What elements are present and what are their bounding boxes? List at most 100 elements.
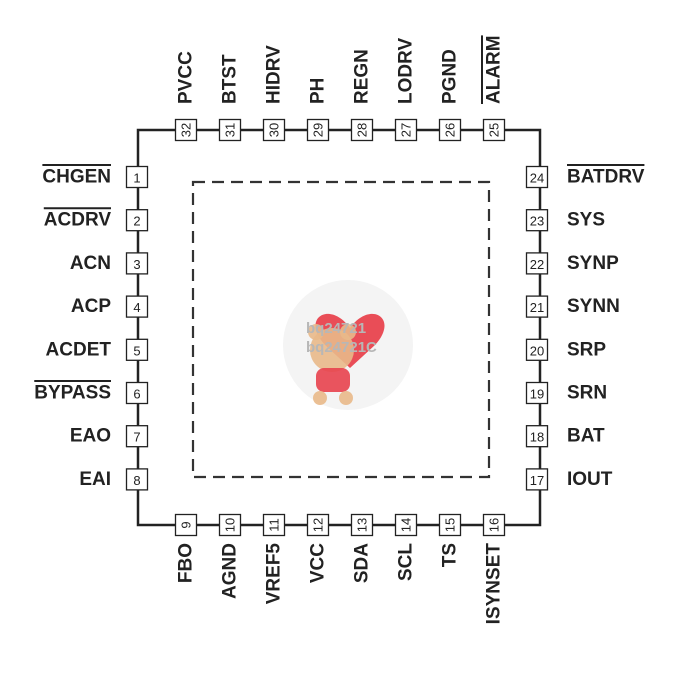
pin-number: 30 [267, 123, 282, 137]
pin-number: 2 [133, 214, 140, 229]
pin-box [525, 425, 549, 448]
pin-label: ACDET [46, 339, 112, 360]
pin-box [125, 425, 149, 448]
pin-number: 1 [133, 171, 140, 186]
pin-number: 8 [133, 473, 140, 488]
pin-label: ISYNSET [484, 543, 505, 625]
pin-label: SRN [567, 383, 607, 404]
pin-label: TS [440, 543, 461, 567]
pin-label: IOUT [567, 469, 613, 490]
pin-label: PVCC [176, 51, 197, 104]
pin-label: REGN [352, 49, 373, 104]
pin-box [525, 209, 549, 232]
pin-box [306, 118, 330, 142]
pin-label: ALARM [484, 35, 505, 104]
pin-number: 21 [530, 300, 544, 315]
pin-number: 17 [530, 473, 544, 488]
pin-number: 15 [443, 518, 458, 532]
watermark-line-1: bq24721 [306, 320, 366, 337]
pin-27: 27 LODRV [394, 38, 418, 142]
pin-box [174, 513, 198, 537]
pin-box [438, 118, 462, 142]
pin-box [125, 209, 149, 232]
pin-number: 31 [223, 123, 238, 137]
pin-number: 9 [179, 521, 194, 528]
pin-label: PH [308, 78, 329, 104]
pin-number: 27 [399, 123, 414, 137]
pin-label: BYPASS [34, 383, 111, 404]
pin-label: BAT [567, 426, 605, 447]
pin-number: 23 [530, 214, 544, 229]
pin-number: 7 [133, 430, 140, 445]
pin-number: 29 [311, 123, 326, 137]
pin-label: PGND [440, 49, 461, 104]
pin-17: 17 IOUT [525, 468, 613, 491]
package-body [136, 128, 542, 527]
pin-box [525, 295, 549, 318]
pin-30: 30 HIDRV [262, 45, 286, 142]
pin-label: ACDRV [44, 210, 112, 231]
pin-box [394, 118, 418, 142]
pin-label: FBO [176, 543, 197, 583]
pin-box [350, 513, 374, 537]
pin-number: 19 [530, 387, 544, 402]
pin-label: AGND [220, 543, 241, 599]
pin-label: BTST [220, 54, 241, 104]
pin-box [482, 513, 506, 537]
pin-box [125, 381, 149, 405]
pin-box [525, 165, 549, 189]
pin-number: 12 [311, 518, 326, 532]
pin-box [306, 513, 330, 537]
pin-number: 20 [530, 343, 544, 358]
pin-number: 3 [133, 257, 140, 272]
pin-1: 1 CHGEN [42, 164, 149, 189]
pin-label: SYNN [567, 296, 620, 317]
pin-label: SDA [352, 543, 373, 583]
pin-box [394, 513, 418, 537]
pin-label: SRP [567, 339, 606, 360]
teddy-bear-heart-icon [308, 313, 385, 405]
pin-label: VREF5 [264, 543, 285, 605]
pin-number: 18 [530, 430, 544, 445]
pin-number: 10 [223, 518, 238, 532]
pin-number: 26 [443, 123, 458, 137]
pin-24: 24 BATDRV [525, 164, 645, 189]
pin-number: 32 [179, 123, 194, 137]
pin-box [525, 381, 549, 405]
pin-32: 32 PVCC [174, 51, 198, 142]
pin-box [125, 165, 149, 189]
pin-number: 16 [487, 518, 502, 532]
pin-number: 24 [530, 171, 544, 186]
pin-label: VCC [308, 543, 329, 583]
pin-box [482, 118, 506, 142]
pin-box [525, 338, 549, 361]
pin-box [218, 118, 242, 142]
pin-number: 13 [355, 518, 370, 532]
pin-box [125, 468, 149, 491]
pin-label: BATDRV [567, 167, 645, 188]
pin-box [125, 252, 149, 275]
pin-label: HIDRV [264, 45, 285, 104]
pin-label: CHGEN [42, 167, 111, 188]
pin-18: 18 BAT [525, 425, 605, 448]
pin-label: LODRV [396, 38, 417, 104]
pin-number: 11 [267, 518, 282, 532]
watermark: bq24721 bq24721C [283, 280, 413, 410]
pin-label: SCL [396, 543, 417, 581]
pin-20: 20 SRP [525, 338, 606, 361]
pin-29: 29 PH [306, 78, 330, 142]
